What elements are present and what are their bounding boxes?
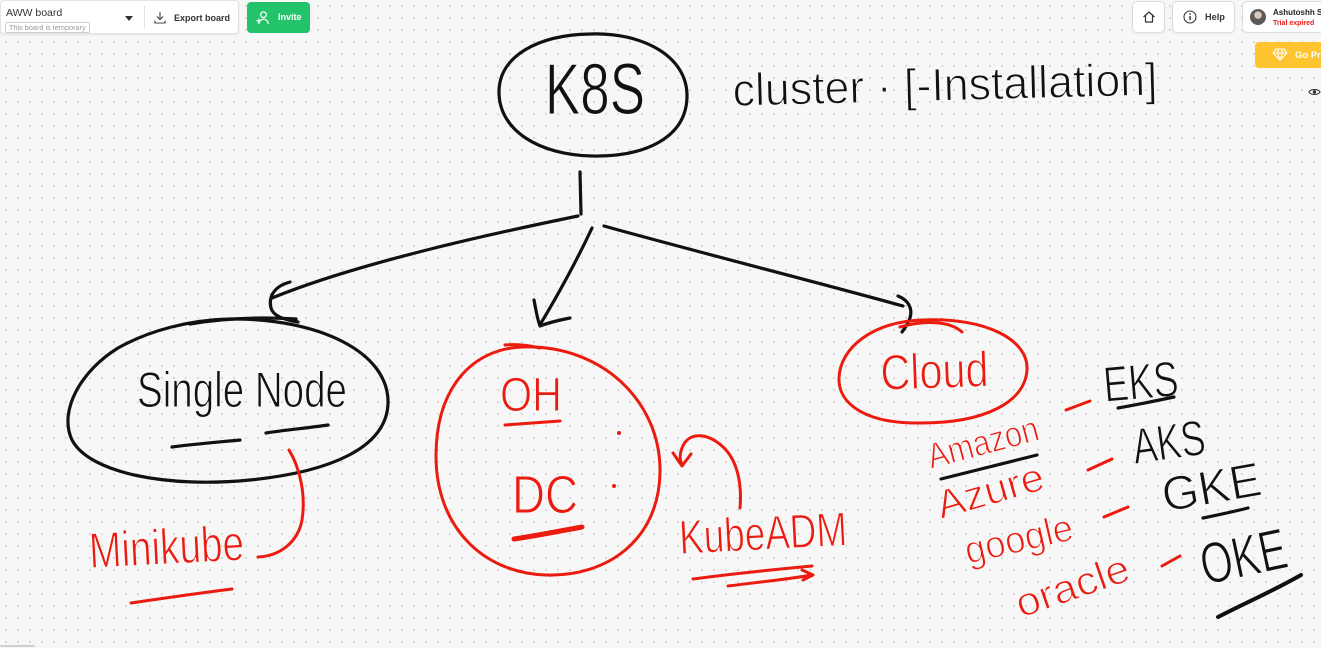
arrowhead-cloud bbox=[896, 294, 913, 334]
service-eks: EKS bbox=[1101, 351, 1181, 413]
service-aks: AKS bbox=[1129, 409, 1209, 475]
board-menu-button[interactable]: AWW board This board is temporary bbox=[1, 1, 143, 33]
oracle-dash bbox=[1160, 554, 1182, 568]
on-prem-line1: OH bbox=[500, 369, 562, 422]
go-pro-button[interactable]: Go Pr bbox=[1255, 42, 1321, 68]
single-underline bbox=[170, 438, 242, 449]
amazon-dash bbox=[1064, 399, 1092, 412]
azure-dash bbox=[1086, 457, 1114, 472]
download-icon bbox=[154, 12, 166, 24]
invite-label: Invite bbox=[278, 12, 302, 22]
chevron-down-icon bbox=[125, 16, 133, 21]
installation-note: cluster · [-Installation] bbox=[732, 53, 1158, 116]
home-button[interactable] bbox=[1132, 1, 1165, 33]
arrow-to-single-node bbox=[270, 214, 580, 300]
arrow-to-on-prem bbox=[539, 226, 594, 325]
google-dash bbox=[1102, 505, 1130, 519]
kubeadm-label: KubeADM bbox=[678, 503, 849, 565]
diamond-icon bbox=[1272, 48, 1288, 61]
k8s-ellipse bbox=[497, 32, 689, 158]
invite-button[interactable]: Invite bbox=[247, 2, 310, 33]
avatar bbox=[1250, 9, 1266, 25]
arrow-to-cloud bbox=[602, 224, 905, 308]
link-to-minikube bbox=[256, 448, 305, 559]
go-pro-label: Go Pr bbox=[1295, 50, 1321, 61]
on-prem-line2-underline bbox=[511, 524, 585, 542]
board-name: AWW board bbox=[6, 7, 63, 19]
divider bbox=[144, 6, 145, 29]
user-name: Ashutoshh S bbox=[1273, 8, 1321, 17]
single-node-ellipse bbox=[66, 317, 390, 484]
ink-dot bbox=[617, 431, 621, 435]
minikube-label: Minikube bbox=[88, 515, 246, 579]
cloud-branch: Cloud Amazon EKS Azure AKS google GKE or… bbox=[837, 318, 1303, 627]
minikube-underline bbox=[129, 587, 234, 605]
board-panel: AWW board This board is temporary Export… bbox=[0, 0, 239, 34]
single-node-ellipse-start bbox=[188, 316, 298, 326]
amazon-underline bbox=[939, 453, 1039, 481]
branch-arrows bbox=[268, 170, 913, 334]
cloud-ellipse bbox=[837, 318, 1029, 425]
home-icon bbox=[1143, 11, 1155, 23]
gke-underline bbox=[1201, 506, 1250, 520]
temporary-board-badge: This board is temporary bbox=[5, 22, 90, 33]
on-prem-circle bbox=[434, 345, 662, 577]
visibility-toggle[interactable] bbox=[1308, 84, 1321, 95]
on-prem-branch: OH DC KubeADM bbox=[434, 343, 849, 588]
node-underline bbox=[264, 423, 330, 435]
single-node-label: Single Node bbox=[137, 362, 347, 418]
kubeadm-arrow bbox=[678, 434, 742, 510]
kubeadm-underline-arrow bbox=[726, 568, 815, 588]
help-label: Help bbox=[1205, 12, 1225, 22]
k8s-title: K8S bbox=[545, 50, 645, 130]
export-board-label: Export board bbox=[174, 13, 231, 23]
kubeadm-underline bbox=[691, 564, 814, 581]
arrowhead-on-prem bbox=[532, 298, 572, 328]
eye-icon bbox=[1308, 89, 1321, 95]
eks-underline bbox=[1116, 395, 1176, 410]
horizontal-scrollbar[interactable] bbox=[0, 645, 35, 647]
kubeadm-arrowhead bbox=[671, 451, 693, 468]
ink-dot bbox=[612, 484, 616, 488]
on-prem-circle-start bbox=[503, 343, 542, 350]
help-button[interactable]: Help bbox=[1172, 1, 1235, 33]
k8s-node: K8S bbox=[497, 32, 689, 158]
on-prem-line2: DC bbox=[512, 465, 578, 525]
export-board-button[interactable]: Export board bbox=[148, 1, 238, 33]
cloud-ellipse-start bbox=[898, 321, 964, 334]
trial-status: Trial expired bbox=[1273, 20, 1315, 27]
user-plus-icon bbox=[256, 11, 269, 25]
cloud-label: Cloud bbox=[879, 341, 989, 401]
single-node-branch: Single Node Minikube bbox=[66, 316, 390, 605]
on-prem-line1-underline bbox=[503, 419, 562, 427]
info-icon bbox=[1183, 10, 1197, 24]
oke-underline bbox=[1216, 573, 1303, 619]
trunk-line bbox=[578, 170, 583, 216]
user-menu[interactable]: Ashutoshh S Trial expired bbox=[1242, 1, 1321, 33]
